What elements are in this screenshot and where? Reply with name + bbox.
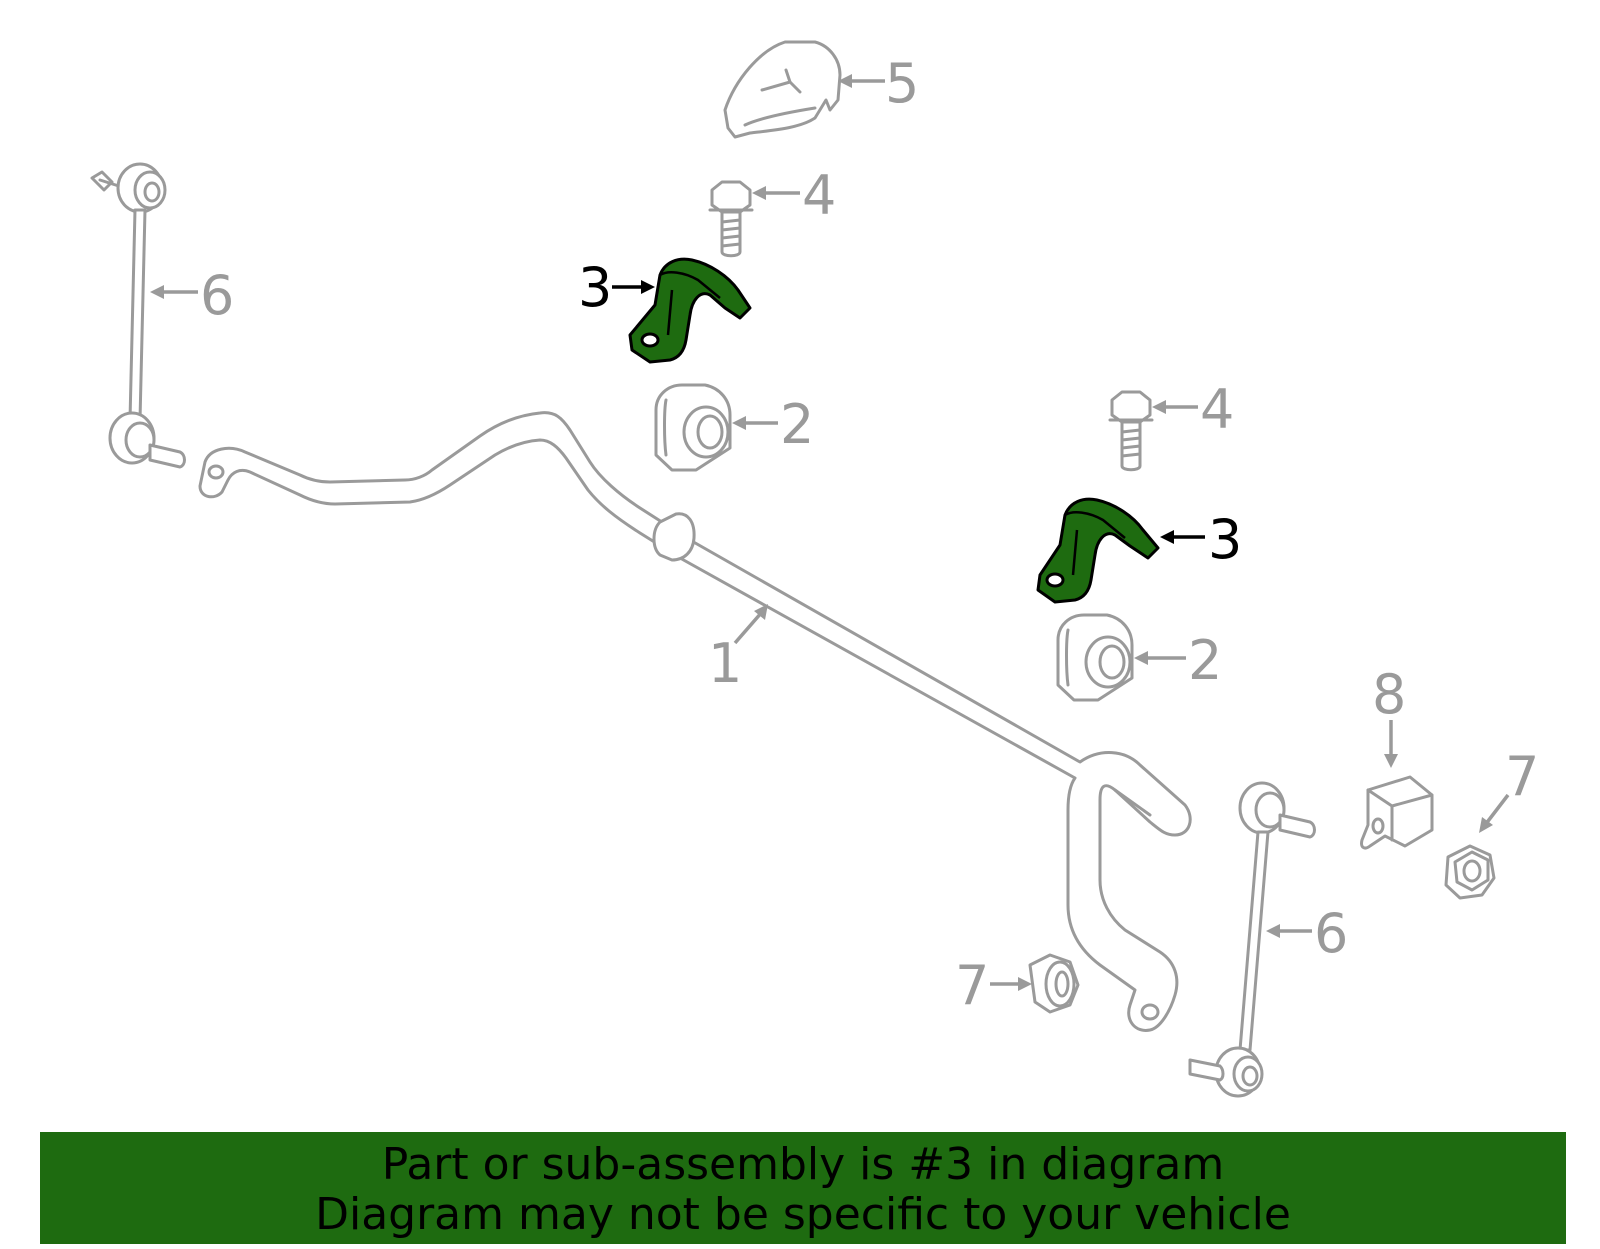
notice-banner: Part or sub-assembly is #3 in diagram Di…: [40, 1132, 1566, 1244]
banner-line-part-number: Part or sub-assembly is #3 in diagram: [381, 1139, 1225, 1190]
banner-line-disclaimer: Diagram may not be specific to your vehi…: [315, 1189, 1291, 1240]
callout-2-right: 2: [1188, 629, 1222, 692]
callout-4-top: 4: [802, 164, 836, 227]
bracket-left-part[interactable]: [628, 257, 752, 364]
callout-5: 5: [885, 52, 919, 115]
callout-1: 1: [708, 632, 742, 695]
callout-4-right: 4: [1200, 378, 1234, 441]
link-right-part[interactable]: [1188, 781, 1316, 1098]
bushing-right-part[interactable]: [1056, 613, 1134, 702]
nut-left-part[interactable]: [1028, 953, 1080, 1014]
callout-7-left: 7: [955, 954, 989, 1017]
callout-7-right: 7: [1505, 745, 1539, 808]
bracket-right-part[interactable]: [1036, 497, 1160, 604]
callout-8: 8: [1372, 663, 1406, 726]
callout-3-right: 3: [1208, 508, 1242, 571]
callout-6-left: 6: [200, 264, 234, 327]
cover-part[interactable]: [723, 40, 842, 139]
sway-bar-part[interactable]: [198, 411, 1192, 1032]
nut-right-part[interactable]: [1444, 844, 1496, 900]
bolt-right-part[interactable]: [1108, 390, 1154, 472]
bushing-left-part[interactable]: [654, 383, 732, 472]
callout-arrows: [150, 74, 1510, 991]
bolt-top-part[interactable]: [708, 180, 754, 258]
callout-6-right: 6: [1314, 902, 1348, 965]
link-left-part[interactable]: [90, 162, 186, 469]
callout-3-left: 3: [578, 256, 612, 319]
clip-part[interactable]: [1360, 775, 1434, 850]
callout-2-left: 2: [780, 393, 814, 456]
